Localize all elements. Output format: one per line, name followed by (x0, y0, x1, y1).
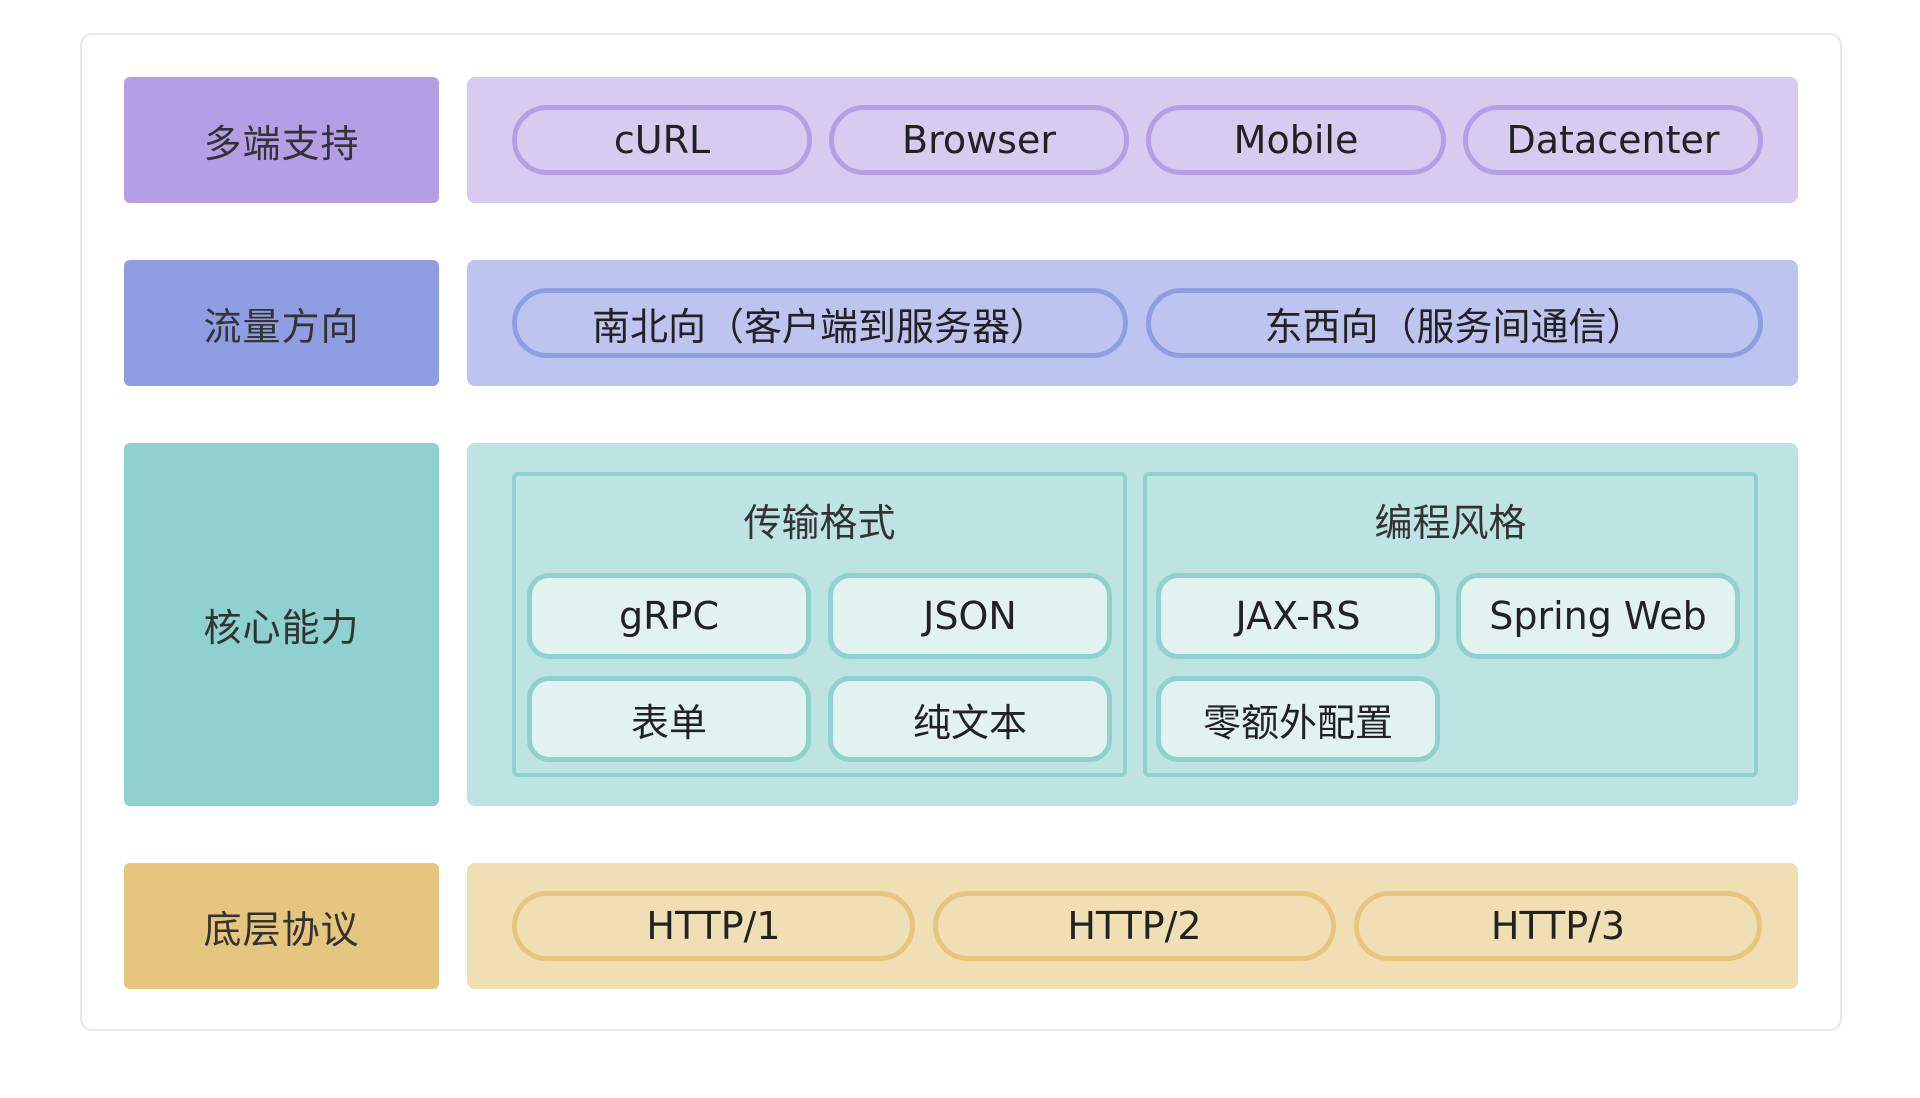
layer-label-core: 核心能力 (124, 443, 439, 806)
format-pill-json: JSON (828, 573, 1112, 659)
style-pill-spring-web: Spring Web (1456, 573, 1740, 659)
client-pill-mobile: Mobile (1146, 105, 1446, 175)
format-pill-form: 表单 (527, 676, 811, 762)
format-pill-plain-text: 纯文本 (828, 676, 1112, 762)
style-pill-zero-config: 零额外配置 (1156, 676, 1440, 762)
layer-label-protocol: 底层协议 (124, 863, 439, 989)
client-pill-browser: Browser (829, 105, 1129, 175)
traffic-pill-north-south: 南北向（客户端到服务器） (512, 288, 1128, 358)
traffic-pill-east-west: 东西向（服务间通信） (1146, 288, 1763, 358)
protocol-pill-http1: HTTP/1 (512, 891, 915, 961)
layer-label-traffic: 流量方向 (124, 260, 439, 386)
group-title-transport-formats: 传输格式 (743, 501, 896, 545)
protocol-pill-http3: HTTP/3 (1354, 891, 1762, 961)
core-group-programming-styles: 编程风格 (1143, 472, 1758, 777)
group-title-programming-styles: 编程风格 (1374, 501, 1527, 545)
format-pill-grpc: gRPC (527, 573, 811, 659)
client-pill-curl: cURL (512, 105, 812, 175)
client-pill-datacenter: Datacenter (1463, 105, 1763, 175)
core-group-transport-formats: 传输格式 (512, 472, 1127, 777)
layer-label-clients: 多端支持 (124, 77, 439, 203)
protocol-pill-http2: HTTP/2 (933, 891, 1336, 961)
style-pill-jax-rs: JAX-RS (1156, 573, 1440, 659)
